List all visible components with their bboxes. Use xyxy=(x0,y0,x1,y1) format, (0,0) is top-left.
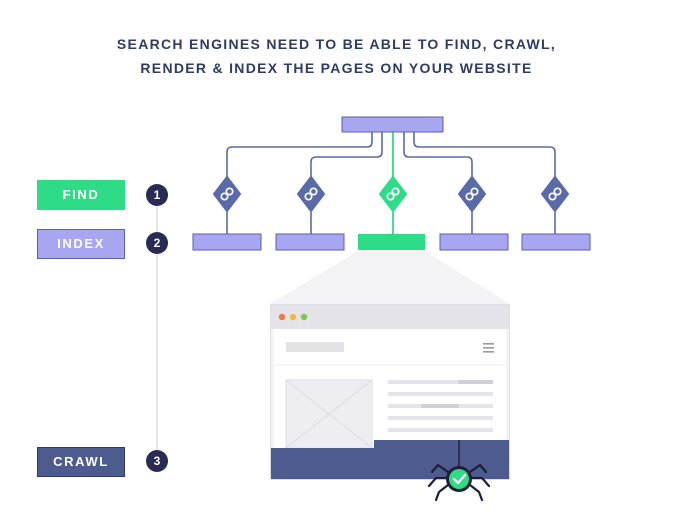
browser-window-controls xyxy=(278,313,308,321)
title-line-1: SEARCH ENGINES NEED TO BE ABLE TO FIND, … xyxy=(116,36,557,52)
child-page-node-found xyxy=(358,234,425,250)
link-diamond-4 xyxy=(458,176,486,212)
checkmark-icon xyxy=(452,473,467,485)
link-diamond-5 xyxy=(541,176,569,212)
image-placeholder-icon xyxy=(285,379,373,449)
child-page-node-5 xyxy=(521,233,591,251)
crawl-label: CRAWL xyxy=(37,447,125,477)
text-lines-placeholder xyxy=(388,380,493,432)
tree-connectors xyxy=(226,132,556,234)
child-page-node-4 xyxy=(439,233,509,251)
child-page-node-2 xyxy=(275,233,345,251)
browser-window xyxy=(270,304,510,480)
title-line-2: RENDER & INDEX THE PAGES ON YOUR WEBSITE xyxy=(140,60,533,76)
link-diamond-2 xyxy=(297,176,325,212)
find-label: FIND xyxy=(37,180,125,210)
index-label: INDEX xyxy=(37,229,125,259)
spider-icon xyxy=(427,440,491,502)
step-number-2: 2 xyxy=(146,232,168,254)
link-diamond-3 xyxy=(379,176,407,212)
header-logo-placeholder xyxy=(286,342,344,352)
browser-titlebar xyxy=(270,304,510,329)
projection-cone xyxy=(270,251,510,304)
root-page-node xyxy=(341,116,444,133)
child-page-node-1 xyxy=(192,233,262,251)
hamburger-menu-icon xyxy=(483,343,494,353)
step-number-1: 1 xyxy=(146,184,168,206)
step-number-3: 3 xyxy=(146,450,168,472)
link-diamond-1 xyxy=(213,176,241,212)
